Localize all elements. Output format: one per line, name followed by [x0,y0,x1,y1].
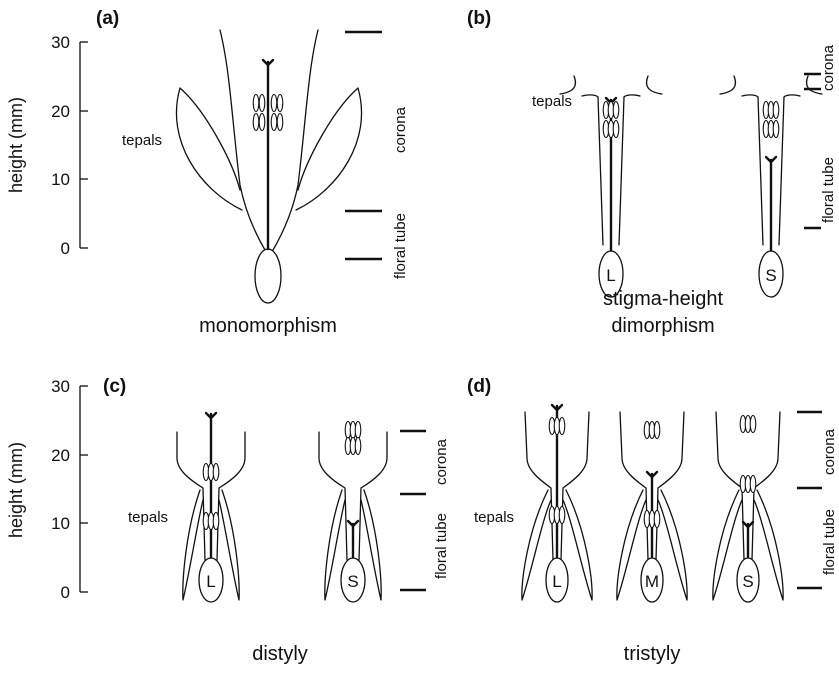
y-axis-title: height (mm) [6,442,26,538]
y-axis-title: height (mm) [6,97,26,193]
panel-label: (b) [467,8,491,29]
tick-label: 0 [61,583,70,602]
tick-label: 0 [61,239,70,258]
flower-morph-S: S [319,422,387,603]
morph-label: S [347,572,358,591]
tick-label: 20 [51,102,70,121]
morph-label: L [606,266,615,285]
panel-b: (b) L S [467,8,837,337]
tepals-label: tepals [474,509,514,526]
morph-label: L [552,572,561,591]
flower-morph-M: M [617,412,687,602]
flower-morph-S: S [720,76,822,297]
flower-morph-L: L [560,76,662,297]
tepals-label: tepals [532,93,572,110]
panel-caption: distyly [252,643,308,665]
corona-label: corona [820,44,837,91]
tick-label: 10 [51,170,70,189]
tick-label: 20 [51,446,70,465]
morph-label: L [206,572,215,591]
tick-label: 30 [51,33,70,52]
tepals-label: tepals [122,132,162,149]
panel-label: (a) [96,8,119,29]
flower-morph-S: S [713,412,783,602]
corona-label: corona [392,106,409,153]
tick-label: 30 [51,377,70,396]
panel-d: (d) L M [467,376,838,665]
panel-caption: monomorphism [199,315,337,337]
panel-caption: stigma-height [603,288,724,310]
floral-tube-label: floral tube [820,157,837,223]
morph-label: M [645,572,659,591]
corona-label: corona [821,428,838,475]
top-y-axis: 30 20 10 0 height (mm) [6,33,88,258]
panel-caption: tristyly [624,643,681,665]
morph-label: S [742,572,753,591]
panel-label: (c) [103,376,126,397]
panel-caption: dimorphism [611,315,714,337]
panel-label: (d) [467,376,491,397]
bottom-y-axis: 30 20 10 0 height (mm) [6,377,88,602]
corona-label: corona [433,438,450,485]
tick-label: 10 [51,514,70,533]
flower-morph-L: L [522,405,592,602]
floral-tube-label: floral tube [821,509,838,575]
tepals-label: tepals [128,509,168,526]
panel-c: (c) L S tepals distyl [103,376,450,665]
floral-tube-label: floral tube [392,213,409,279]
floral-tube-label: floral tube [433,513,450,579]
flower-morph-L: L [177,413,245,602]
morph-label: S [765,266,776,285]
panel-a: (a) tepals monomorphism corona floral tu… [96,8,409,337]
